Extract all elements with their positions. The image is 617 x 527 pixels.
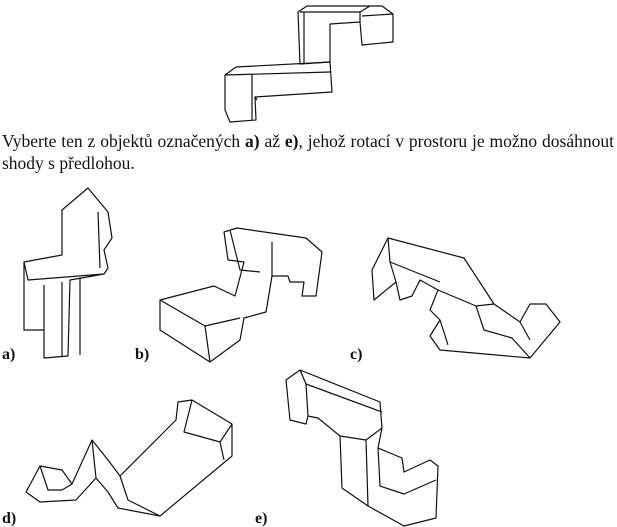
option-c-object [371,237,561,359]
option-b-label[interactable]: b) [135,346,150,363]
option-e-object [285,369,439,527]
option-e-label[interactable]: e) [255,510,268,527]
option-c-label[interactable]: c) [350,346,363,363]
question-text: Vyberte ten z objektů označených a) až e… [2,130,614,174]
question-part-1: Vyberte ten z objektů označených [2,131,246,151]
question-part-2: , jehož rotací v prostoru je možno dosáh… [2,131,614,173]
reference-object [224,5,394,123]
option-d-object [25,399,233,517]
option-d-label[interactable]: d) [2,510,17,527]
option-a-label[interactable]: a) [2,346,16,363]
option-a-object [23,187,113,359]
question-label-e: e) [284,131,299,151]
question-mid: až [259,131,285,151]
question-label-a: a) [245,131,260,151]
option-b-object [159,227,323,363]
